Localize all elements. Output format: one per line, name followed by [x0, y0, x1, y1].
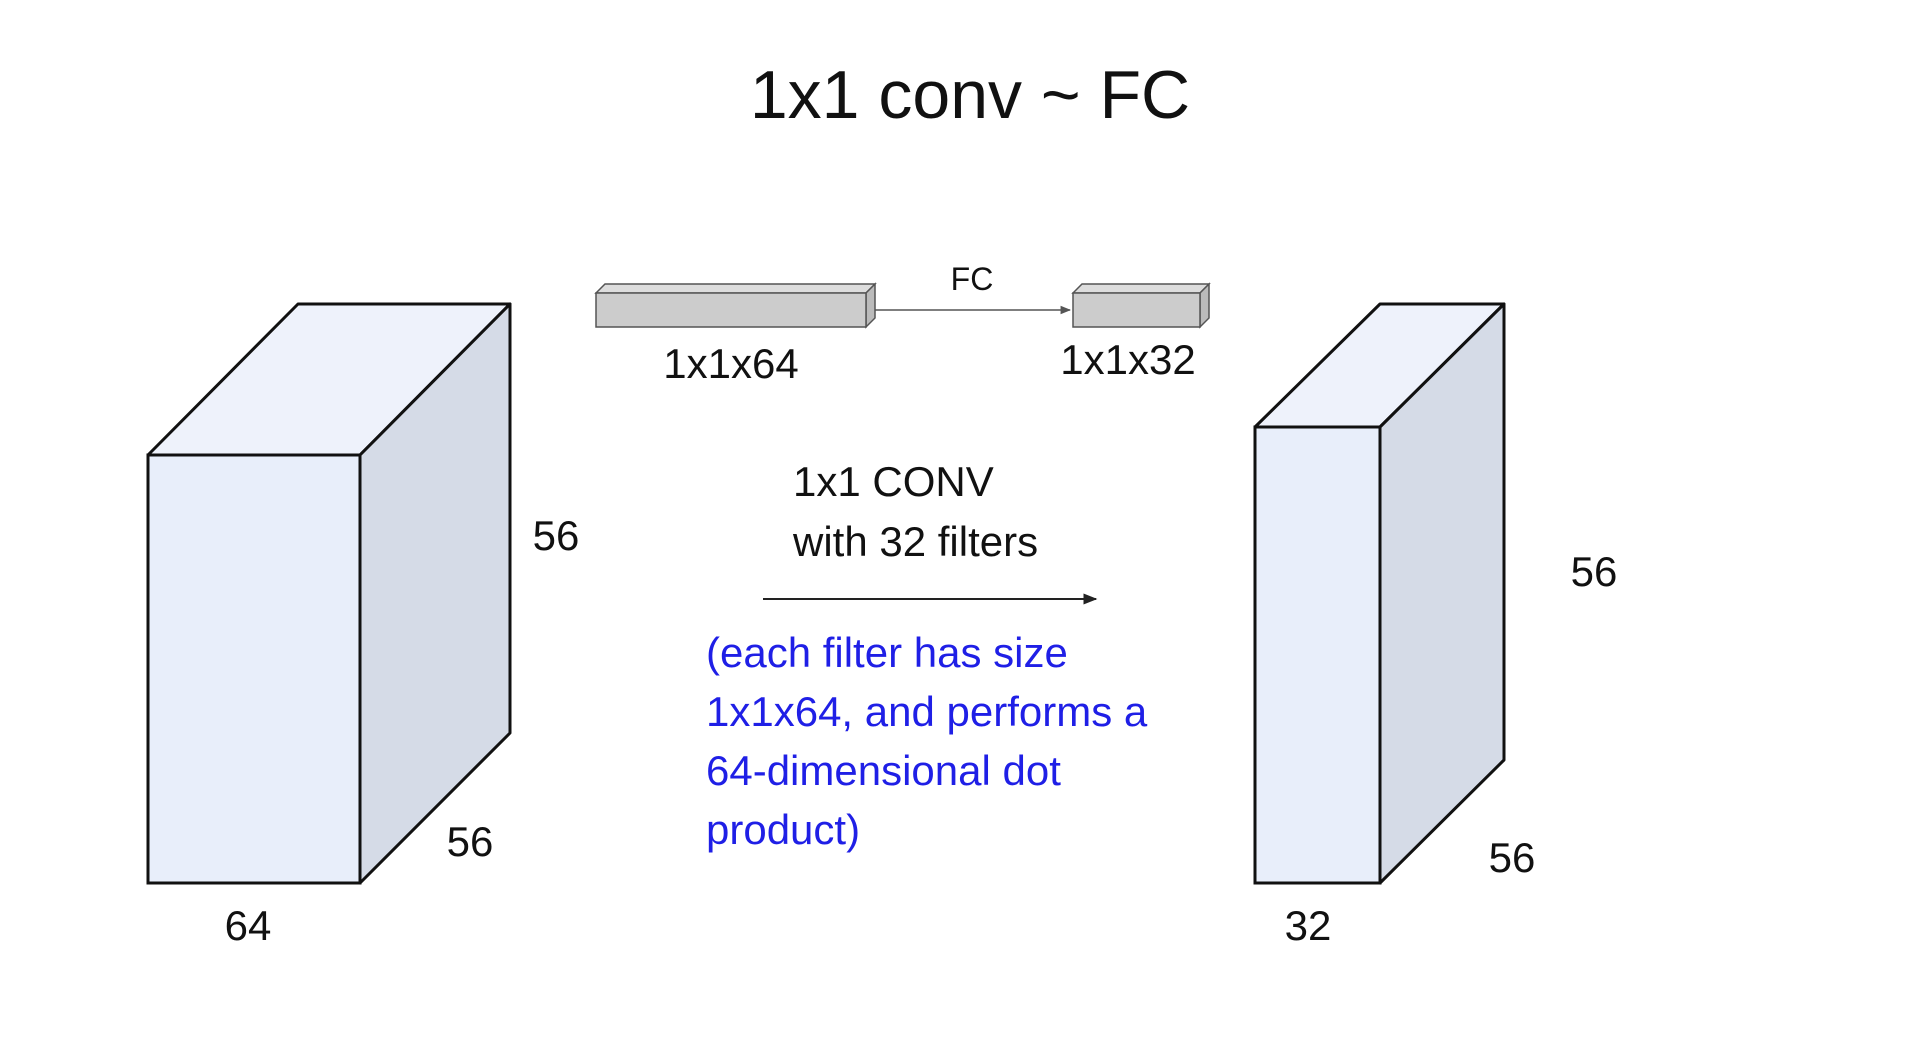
- conv-note-line: product): [706, 806, 860, 853]
- fc-input-bar: [594, 282, 877, 329]
- input-height-label: 56: [533, 512, 580, 559]
- output-width-label: 32: [1285, 902, 1332, 949]
- output-depth-label: 56: [1489, 834, 1536, 881]
- output-volume: [1253, 302, 1506, 885]
- output-volume-front-face: [1253, 425, 1382, 885]
- input-width-label: 64: [225, 902, 272, 949]
- fc-output-label: 1x1x32: [1060, 336, 1195, 383]
- conv-filters: with 32 filters: [792, 518, 1038, 565]
- fc-output-bar-front: [1072, 292, 1201, 328]
- output-height-label: 56: [1571, 548, 1618, 595]
- slide-title: 1x1 conv ~ FC: [750, 57, 1190, 133]
- conv-note-line: 64-dimensional dot: [706, 747, 1061, 794]
- fc-input-bar-top: [594, 283, 877, 294]
- conv-title: 1x1 CONV: [793, 458, 994, 505]
- conv-note-line: 1x1x64, and performs a: [706, 688, 1148, 735]
- fc-output-bar-top: [1071, 283, 1211, 294]
- conv-note-line: (each filter has size: [706, 629, 1068, 676]
- input-depth-label: 56: [447, 818, 494, 865]
- input-volume: [146, 302, 512, 885]
- fc-input-bar-front: [595, 292, 867, 328]
- fc-input-label: 1x1x64: [663, 340, 798, 387]
- fc-output-bar: [1071, 282, 1211, 329]
- fc-label: FC: [951, 261, 994, 297]
- input-volume-front-face: [146, 453, 362, 885]
